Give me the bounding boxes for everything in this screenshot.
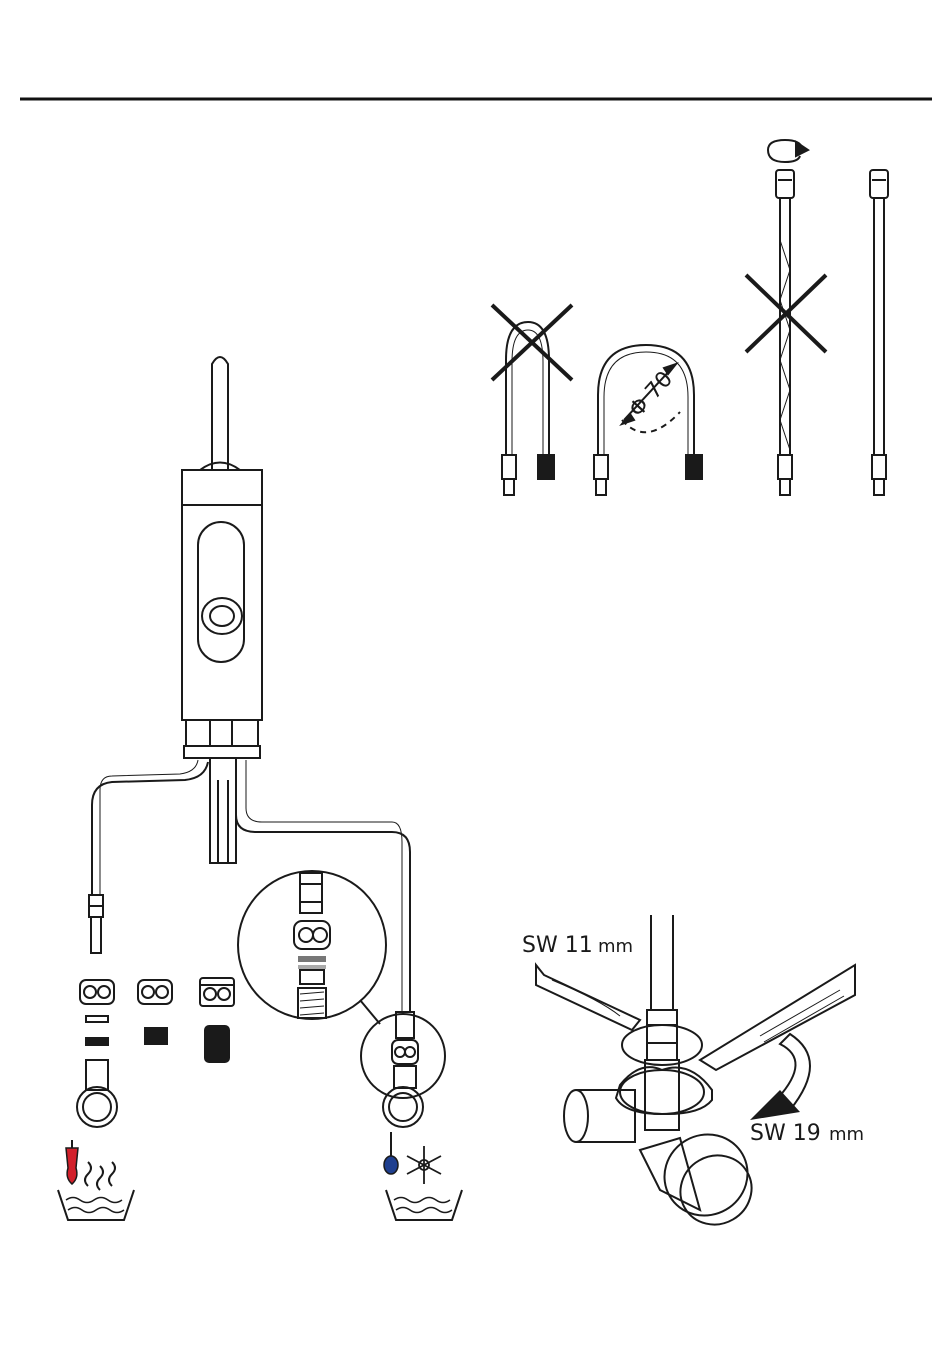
wrench-large-label: SW 19 <box>750 1121 821 1146</box>
diameter-label: Φ 70 <box>625 367 679 423</box>
hose-straight-correct <box>870 170 888 495</box>
hot-hose <box>89 760 208 953</box>
hot-water-icon <box>58 1140 134 1220</box>
fitting-set-2 <box>138 980 172 1044</box>
wrench-large-unit: mm <box>829 1124 864 1145</box>
fitting-set-1 <box>80 980 114 1090</box>
faucet-body <box>182 357 262 863</box>
hose-bend-correct <box>594 345 702 495</box>
wrench-small-unit: mm <box>598 936 633 957</box>
cold-valve <box>361 1012 445 1127</box>
rotate-arrow-icon <box>768 140 808 162</box>
cross-mark-icon <box>492 305 572 380</box>
hose-twist-wrong <box>776 170 794 495</box>
wrench-small-label: SW 11 <box>522 933 593 958</box>
detail-magnifier <box>238 871 386 1024</box>
cold-water-icon <box>384 1132 462 1220</box>
hot-valve <box>77 1087 117 1127</box>
fitting-set-3 <box>200 978 234 1062</box>
